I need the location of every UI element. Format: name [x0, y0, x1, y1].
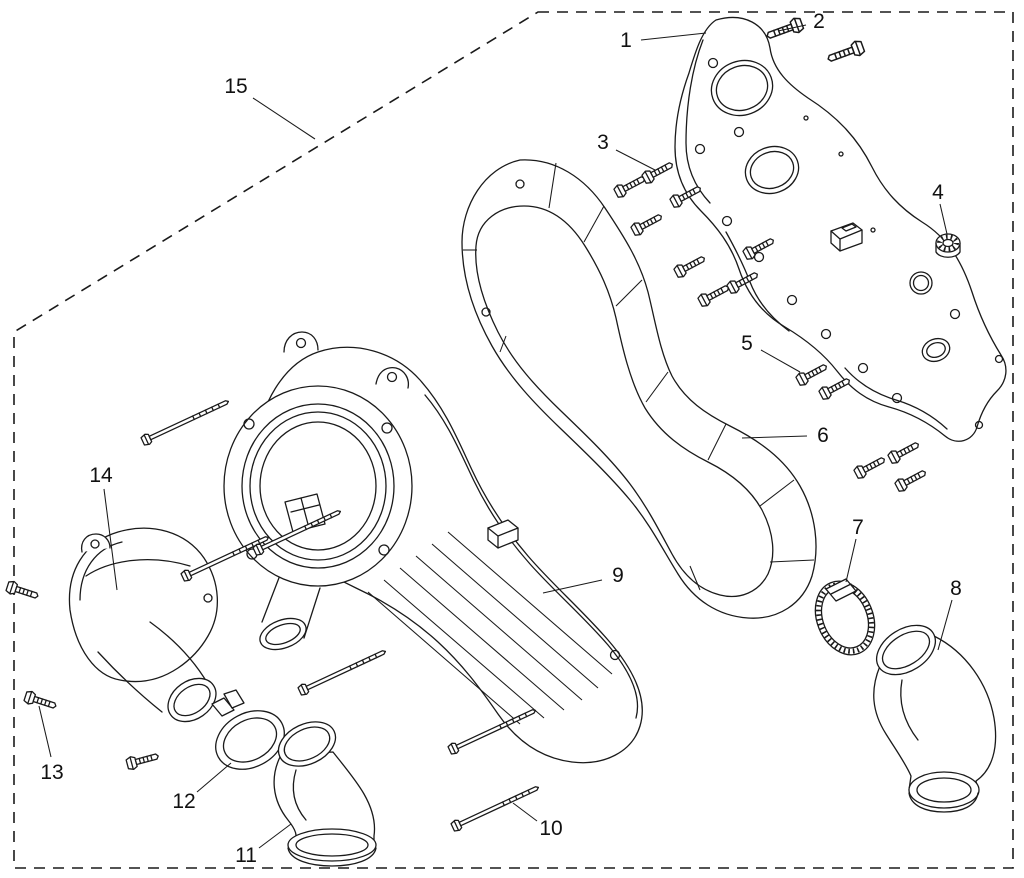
- part-air-duct-cover: [68, 527, 218, 723]
- part-hose-clamp: [814, 578, 876, 656]
- plate-clip-bracket: [830, 222, 863, 252]
- plate-secondary-hole: [744, 145, 800, 195]
- part-long-bolt-10: [449, 781, 542, 834]
- leader-lines: [38, 24, 953, 849]
- cover-mount-tab: [283, 331, 410, 389]
- plate-pulley-hole: [710, 59, 774, 117]
- callout-label-12: 12: [172, 790, 195, 813]
- callout-label-4: 4: [932, 181, 944, 204]
- callout-label-13: 13: [40, 761, 63, 784]
- callout-label-15: 15: [224, 75, 247, 98]
- callout-label-7: 7: [852, 516, 864, 539]
- part-duct-clamp: [211, 689, 285, 770]
- duct-cover-tab: [80, 533, 213, 603]
- assembly-boundary-outline: [13, 11, 1014, 869]
- callout-label-1: 1: [620, 29, 632, 52]
- plate-bolt-holes: [694, 57, 1004, 430]
- part-outlet-duct: [873, 624, 997, 813]
- callout-label-14: 14: [89, 464, 113, 487]
- plate-lower-holes: [909, 271, 951, 363]
- callout-label-2: 2: [813, 10, 825, 33]
- cover-outlet-snout: [259, 569, 321, 651]
- callout-labels: 1 2 3 4 5 6 7 8 9 10 11 12 13 14 15: [40, 10, 962, 867]
- lower-right-bolts: [852, 437, 930, 494]
- cover-fan-drum: [223, 385, 413, 587]
- callout-label-9: 9: [612, 564, 624, 587]
- part-cap-nut: [935, 233, 961, 258]
- part-cover-gasket: [461, 159, 817, 619]
- callout-label-5: 5: [741, 332, 753, 355]
- part-backing-plate: [674, 16, 1007, 442]
- cover-clip-bracket: [487, 519, 519, 549]
- callout-label-3: 3: [597, 131, 609, 154]
- clamp-screw-housing: [825, 578, 857, 602]
- callout-label-8: 8: [950, 577, 962, 600]
- part-cvt-cover: [223, 331, 643, 764]
- cover-rib-lines: [367, 531, 613, 725]
- callout-label-6: 6: [817, 424, 829, 447]
- part-intake-duct: [273, 721, 377, 867]
- callout-label-10: 10: [539, 817, 562, 840]
- callout-label-11: 11: [235, 844, 257, 867]
